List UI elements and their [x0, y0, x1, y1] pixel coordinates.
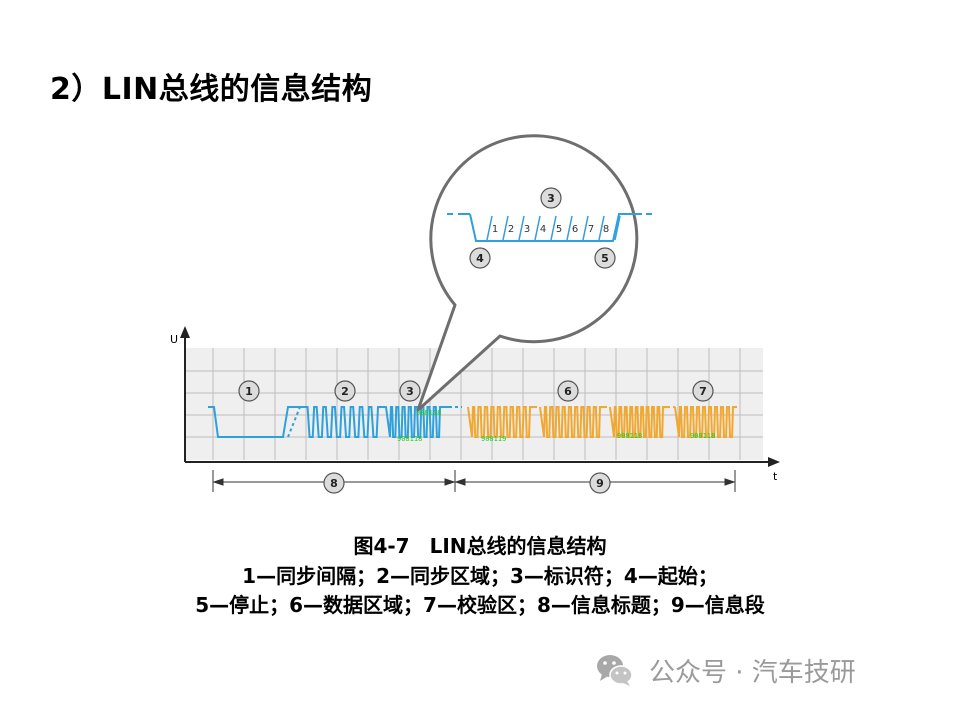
callout-number: 7 [699, 385, 707, 398]
callout-number: 4 [476, 252, 484, 265]
header-signal-trace [208, 406, 452, 438]
scope-tag: 908118 [397, 435, 422, 443]
callout-number: 9 [596, 477, 604, 490]
callout-number: 2 [341, 385, 349, 398]
callout-number: 3 [547, 192, 555, 205]
callout-number: 3 [406, 385, 414, 398]
bit-number: 5 [556, 224, 562, 235]
bit-divider [534, 215, 541, 241]
header-signal-dashed [287, 406, 462, 438]
callout-number: 1 [245, 385, 253, 398]
callout-marker: 6 [557, 380, 579, 402]
bit-number: 6 [572, 224, 578, 235]
callout-marker: 3 [399, 380, 421, 402]
callout-marker: 1 [238, 380, 260, 402]
bit-divider [598, 215, 605, 241]
callout-marker: 5 [594, 247, 616, 269]
bit-number: 7 [588, 224, 594, 235]
scope-tag: 908119 [481, 435, 506, 443]
bit-labels: 1 2 3 4 5 6 7 8 [492, 224, 609, 235]
figure-caption-line-1: 1—同步间隔；2—同步区域；3—标识符；4—起始； [242, 564, 718, 588]
bit-number: 1 [492, 224, 498, 235]
response-signal-trace [467, 406, 737, 438]
bit-number: 8 [603, 224, 609, 235]
x-axis-label: t [773, 470, 778, 483]
callout-number: 8 [330, 477, 338, 490]
bit-divider [582, 215, 589, 241]
bit-number: 4 [540, 224, 546, 235]
grid-background [185, 348, 763, 460]
bit-number: 3 [524, 224, 530, 235]
callout-marker: 2 [334, 380, 356, 402]
wechat-icon [597, 655, 633, 686]
bit-divider [486, 215, 493, 241]
bit-divider [550, 215, 557, 241]
bit-divider [502, 215, 509, 241]
bit-divider [566, 215, 573, 241]
bit-number: 2 [508, 224, 514, 235]
dimension-lines [212, 470, 736, 492]
callout-marker: 8 [323, 472, 345, 494]
callout-marker: 7 [692, 380, 714, 402]
bit-divider [518, 215, 525, 241]
bit-divider [614, 215, 621, 241]
identifier-zoom [447, 213, 652, 242]
y-axis-label: U [170, 333, 178, 346]
callout-number: 5 [601, 252, 609, 265]
scope-tag: 908118 [416, 409, 441, 417]
scope-tag: 908118 [617, 432, 642, 440]
figure-caption-title: 图4-7 LIN总线的信息结构 [353, 534, 607, 558]
callout-number: 6 [564, 385, 572, 398]
watermark: 公众号 · 汽车技研 [593, 648, 856, 692]
callout-marker: 3 [540, 187, 562, 209]
figure-caption-line-2: 5—停止；6—数据区域；7—校验区；8—信息标题；9—信息段 [195, 593, 765, 617]
magnifier-bubble [416, 134, 639, 412]
callout-marker: 4 [469, 247, 491, 269]
y-axis-arrow [180, 326, 190, 338]
page-heading: 2）LIN总线的信息结构 [50, 72, 373, 107]
callout-marker: 9 [589, 472, 611, 494]
x-axis-arrow [768, 457, 780, 467]
scope-tag: 908118 [690, 432, 715, 440]
watermark-text: 公众号 · 汽车技研 [649, 657, 856, 688]
